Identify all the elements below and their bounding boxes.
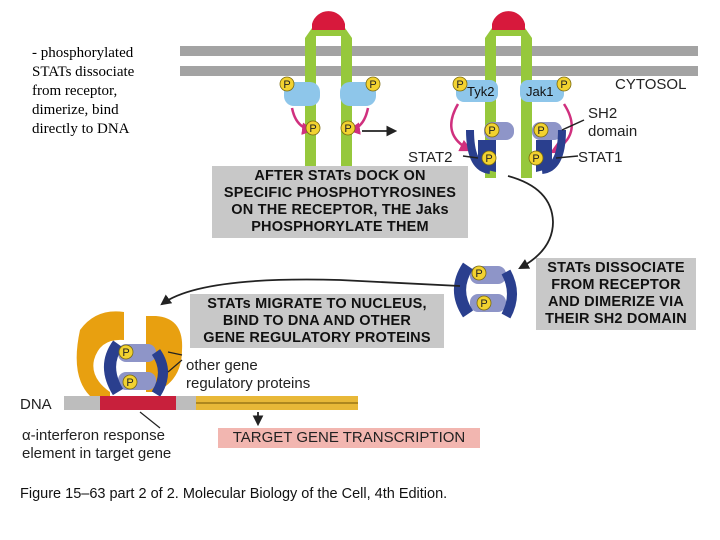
jak-left-pair (284, 82, 376, 135)
phosphate-icon (340, 120, 356, 136)
phosphate-label: P (480, 298, 487, 310)
phosphate-label: P (283, 79, 290, 91)
phosphate-label: P (475, 268, 482, 280)
figure-caption: Figure 15–63 part 2 of 2. Molecular Biol… (20, 486, 448, 502)
phosphate-icon (528, 150, 544, 166)
phosphate-label: P (456, 79, 463, 91)
response-element-pointer (139, 411, 161, 429)
flow-arrow-dissociate (507, 175, 554, 270)
phosphate-label: P (485, 153, 492, 165)
phosphate-icon (305, 120, 321, 136)
phosphate-label: P (126, 377, 133, 389)
dissociate-line-2: FROM RECEPTOR (551, 277, 681, 293)
migrate-line-2: BIND TO DNA AND OTHER (222, 313, 412, 329)
flow-arrow-migrate (160, 278, 461, 306)
migrate-line-1: STATs MIGRATE TO NUCLEUS, (207, 296, 427, 312)
phosphate-label: P (560, 79, 567, 91)
phosphate-icon (556, 76, 572, 92)
ligand-right (492, 11, 525, 31)
phosphate-label: P (309, 123, 316, 135)
phosphate-icon (118, 344, 134, 360)
phosphate-icon (122, 374, 138, 390)
jak1-kinase (520, 80, 564, 102)
dissociate-line-3: AND DIMERIZE VIA (547, 294, 685, 310)
sh2-pointer (561, 119, 585, 131)
stat2-pointer (462, 155, 479, 159)
phosphate-icon (471, 265, 487, 281)
other-gene-label-line2: regulatory proteins (186, 375, 310, 392)
regulatory-pointer-1 (167, 351, 183, 356)
phosphate-label: P (122, 347, 129, 359)
step-box-dissociate: STATs DISSOCIATE FROM RECEPTOR AND DIMER… (536, 258, 696, 330)
note-line-4: dimerize, bind (32, 102, 119, 118)
migrate-line-3: GENE REGULATORY PROTEINS (203, 330, 431, 346)
phosphate-label: P (369, 79, 376, 91)
step-box-dock: AFTER STATs DOCK ON SPECIFIC PHOSPHOTYRO… (212, 166, 468, 238)
phosphate-icon (279, 76, 295, 92)
note-line-1: - phosphorylated (32, 45, 134, 61)
dna-strand (64, 396, 358, 410)
sh2-label-line2: domain (588, 123, 637, 140)
regulatory-pointer-2 (167, 359, 183, 373)
tyk2-label: Tyk2 (467, 84, 494, 99)
phosphate-icon (533, 122, 549, 138)
phosphate-icon (481, 150, 497, 166)
dock-line-4: PHOSPHORYLATE THEM (251, 219, 429, 235)
cell-membrane (180, 46, 698, 76)
stat1-pointer (555, 155, 579, 159)
phospho-marks: P P P P P P P P P P P P P P (118, 76, 572, 390)
phosphate-label: P (537, 125, 544, 137)
dissociate-line-1: STATs DISSOCIATE (547, 260, 685, 276)
response-element (100, 396, 178, 410)
note-line-2: STATs dissociate (32, 64, 135, 80)
stat2-label: STAT2 (408, 149, 452, 166)
note-line-5: directly to DNA (32, 121, 130, 137)
phosphate-icon (476, 295, 492, 311)
dna-label: DNA (20, 396, 52, 413)
dock-line-3: ON THE RECEPTOR, THE Jaks (231, 202, 449, 218)
ligand-left (312, 11, 345, 31)
phosphate-label: P (344, 123, 351, 135)
bullet-note: - phosphorylated STATs dissociate from r… (32, 44, 182, 139)
phosphate-icon (365, 76, 381, 92)
dock-line-2: SPECIFIC PHOSPHOTYROSINES (223, 185, 457, 201)
phosphate-label: P (532, 153, 539, 165)
regulatory-protein (76, 311, 183, 396)
alpha-interferon-label-line1: α-interferon response (22, 427, 165, 444)
step-box-migrate: STATs MIGRATE TO NUCLEUS, BIND TO DNA AN… (190, 294, 444, 348)
other-gene-label-line1: other gene (186, 357, 258, 374)
target-transcription-box: TARGET GENE TRANSCRIPTION (218, 428, 480, 448)
alpha-interferon-label-line2: element in target gene (22, 445, 171, 462)
phosphate-icon (452, 76, 468, 92)
dock-line-1: AFTER STATs DOCK ON (254, 168, 426, 184)
dissociate-line-4: THEIR SH2 DOMAIN (545, 311, 687, 327)
sh2-label-line1: SH2 (588, 105, 617, 122)
stat1-label: STAT1 (578, 149, 622, 166)
jak1-label: Jak1 (526, 84, 553, 99)
phosphate-icon (484, 122, 500, 138)
phosphate-label: P (488, 125, 495, 137)
cytosol-label: CYTOSOL (615, 76, 686, 93)
note-line-3: from receptor, (32, 83, 118, 99)
